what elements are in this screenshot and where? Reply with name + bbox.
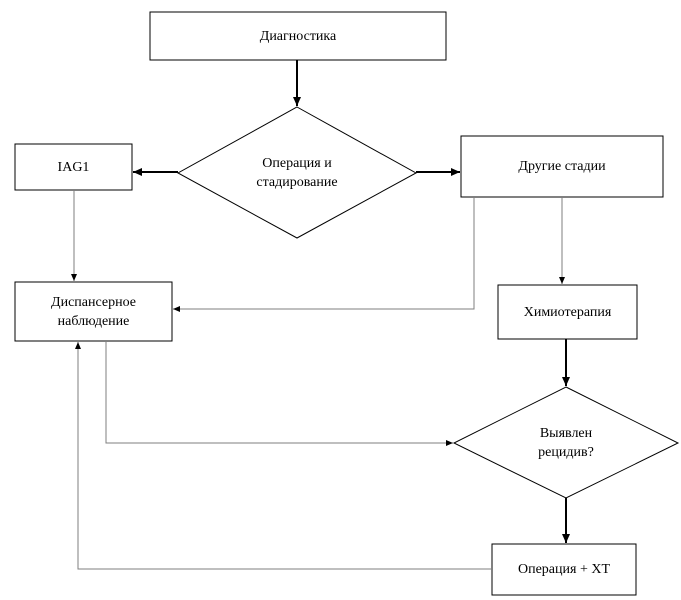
node-operation-staging-diamond [176, 106, 418, 239]
node-dispensary-label: Диспансерное наблюдение [51, 294, 136, 329]
edge-other-stages-to-dispensary [173, 197, 475, 312]
node-operation-staging-label: Операция и стадирование [256, 156, 338, 190]
node-other-stages-box [460, 135, 664, 198]
node-diagnostics-label: Диагностика [259, 28, 337, 44]
edge-dispensary-to-relapse [105, 341, 453, 446]
node-diagnostics-box [149, 11, 447, 61]
node-iag1-box [14, 143, 133, 191]
node-iag1-label: IAG1 [57, 159, 90, 175]
node-dispensary-box [14, 281, 173, 342]
node-relapse-label: Выявлен рецидив? [538, 426, 594, 460]
node-chemotherapy-box [497, 284, 638, 340]
node-chemotherapy-label: Химиотерапия [523, 304, 612, 320]
node-operation-chemo-label: Операция + ХТ [517, 562, 610, 577]
node-other-stages-label: Другие стадии [518, 159, 606, 174]
edge-operation-chemo-to-dispensary [75, 342, 492, 570]
